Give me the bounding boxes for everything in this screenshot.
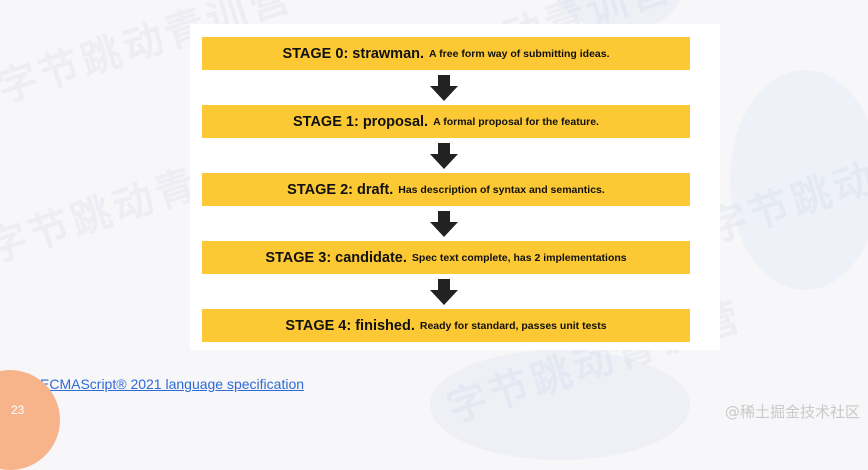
stage-title: STAGE 3: candidate. [265, 249, 407, 266]
stage-description: A formal proposal for the feature. [433, 115, 599, 128]
background-text: 字节跳动青训营 [701, 113, 868, 253]
arrow-down-icon [430, 279, 458, 305]
stage-box-0: STAGE 0: strawman. A free form way of su… [202, 37, 690, 70]
stage-description: Spec text complete, has 2 implementation… [411, 251, 627, 264]
stage-title: STAGE 4: finished. [285, 317, 415, 334]
stage-box-4: STAGE 4: finished. Ready for standard, p… [202, 309, 690, 342]
stage-description: Ready for standard, passes unit tests [419, 319, 607, 332]
stage-description: Has description of syntax and semantics. [398, 183, 605, 196]
background-decoration-right [730, 70, 868, 290]
arrow-down-icon [430, 75, 458, 101]
spec-link[interactable]: ECMAScript® 2021 language specification [40, 376, 305, 392]
stage-box-1: STAGE 1: proposal. A formal proposal for… [202, 105, 690, 138]
background-decoration-bottom [430, 350, 690, 460]
stage-title: STAGE 1: proposal. [293, 113, 429, 130]
site-watermark: @稀土掘金技术社区 [724, 403, 860, 421]
stage-title: STAGE 2: draft. [287, 181, 394, 198]
stage-box-3: STAGE 3: candidate. Spec text complete, … [202, 241, 690, 274]
arrow-down-icon [430, 143, 458, 169]
stage-description: A free form way of submitting ideas. [429, 47, 610, 60]
arrow-down-icon [430, 211, 458, 237]
stage-box-2: STAGE 2: draft. Has description of synta… [202, 173, 690, 206]
stage-title: STAGE 0: strawman. [282, 45, 425, 62]
page-number: 23 [11, 403, 25, 417]
